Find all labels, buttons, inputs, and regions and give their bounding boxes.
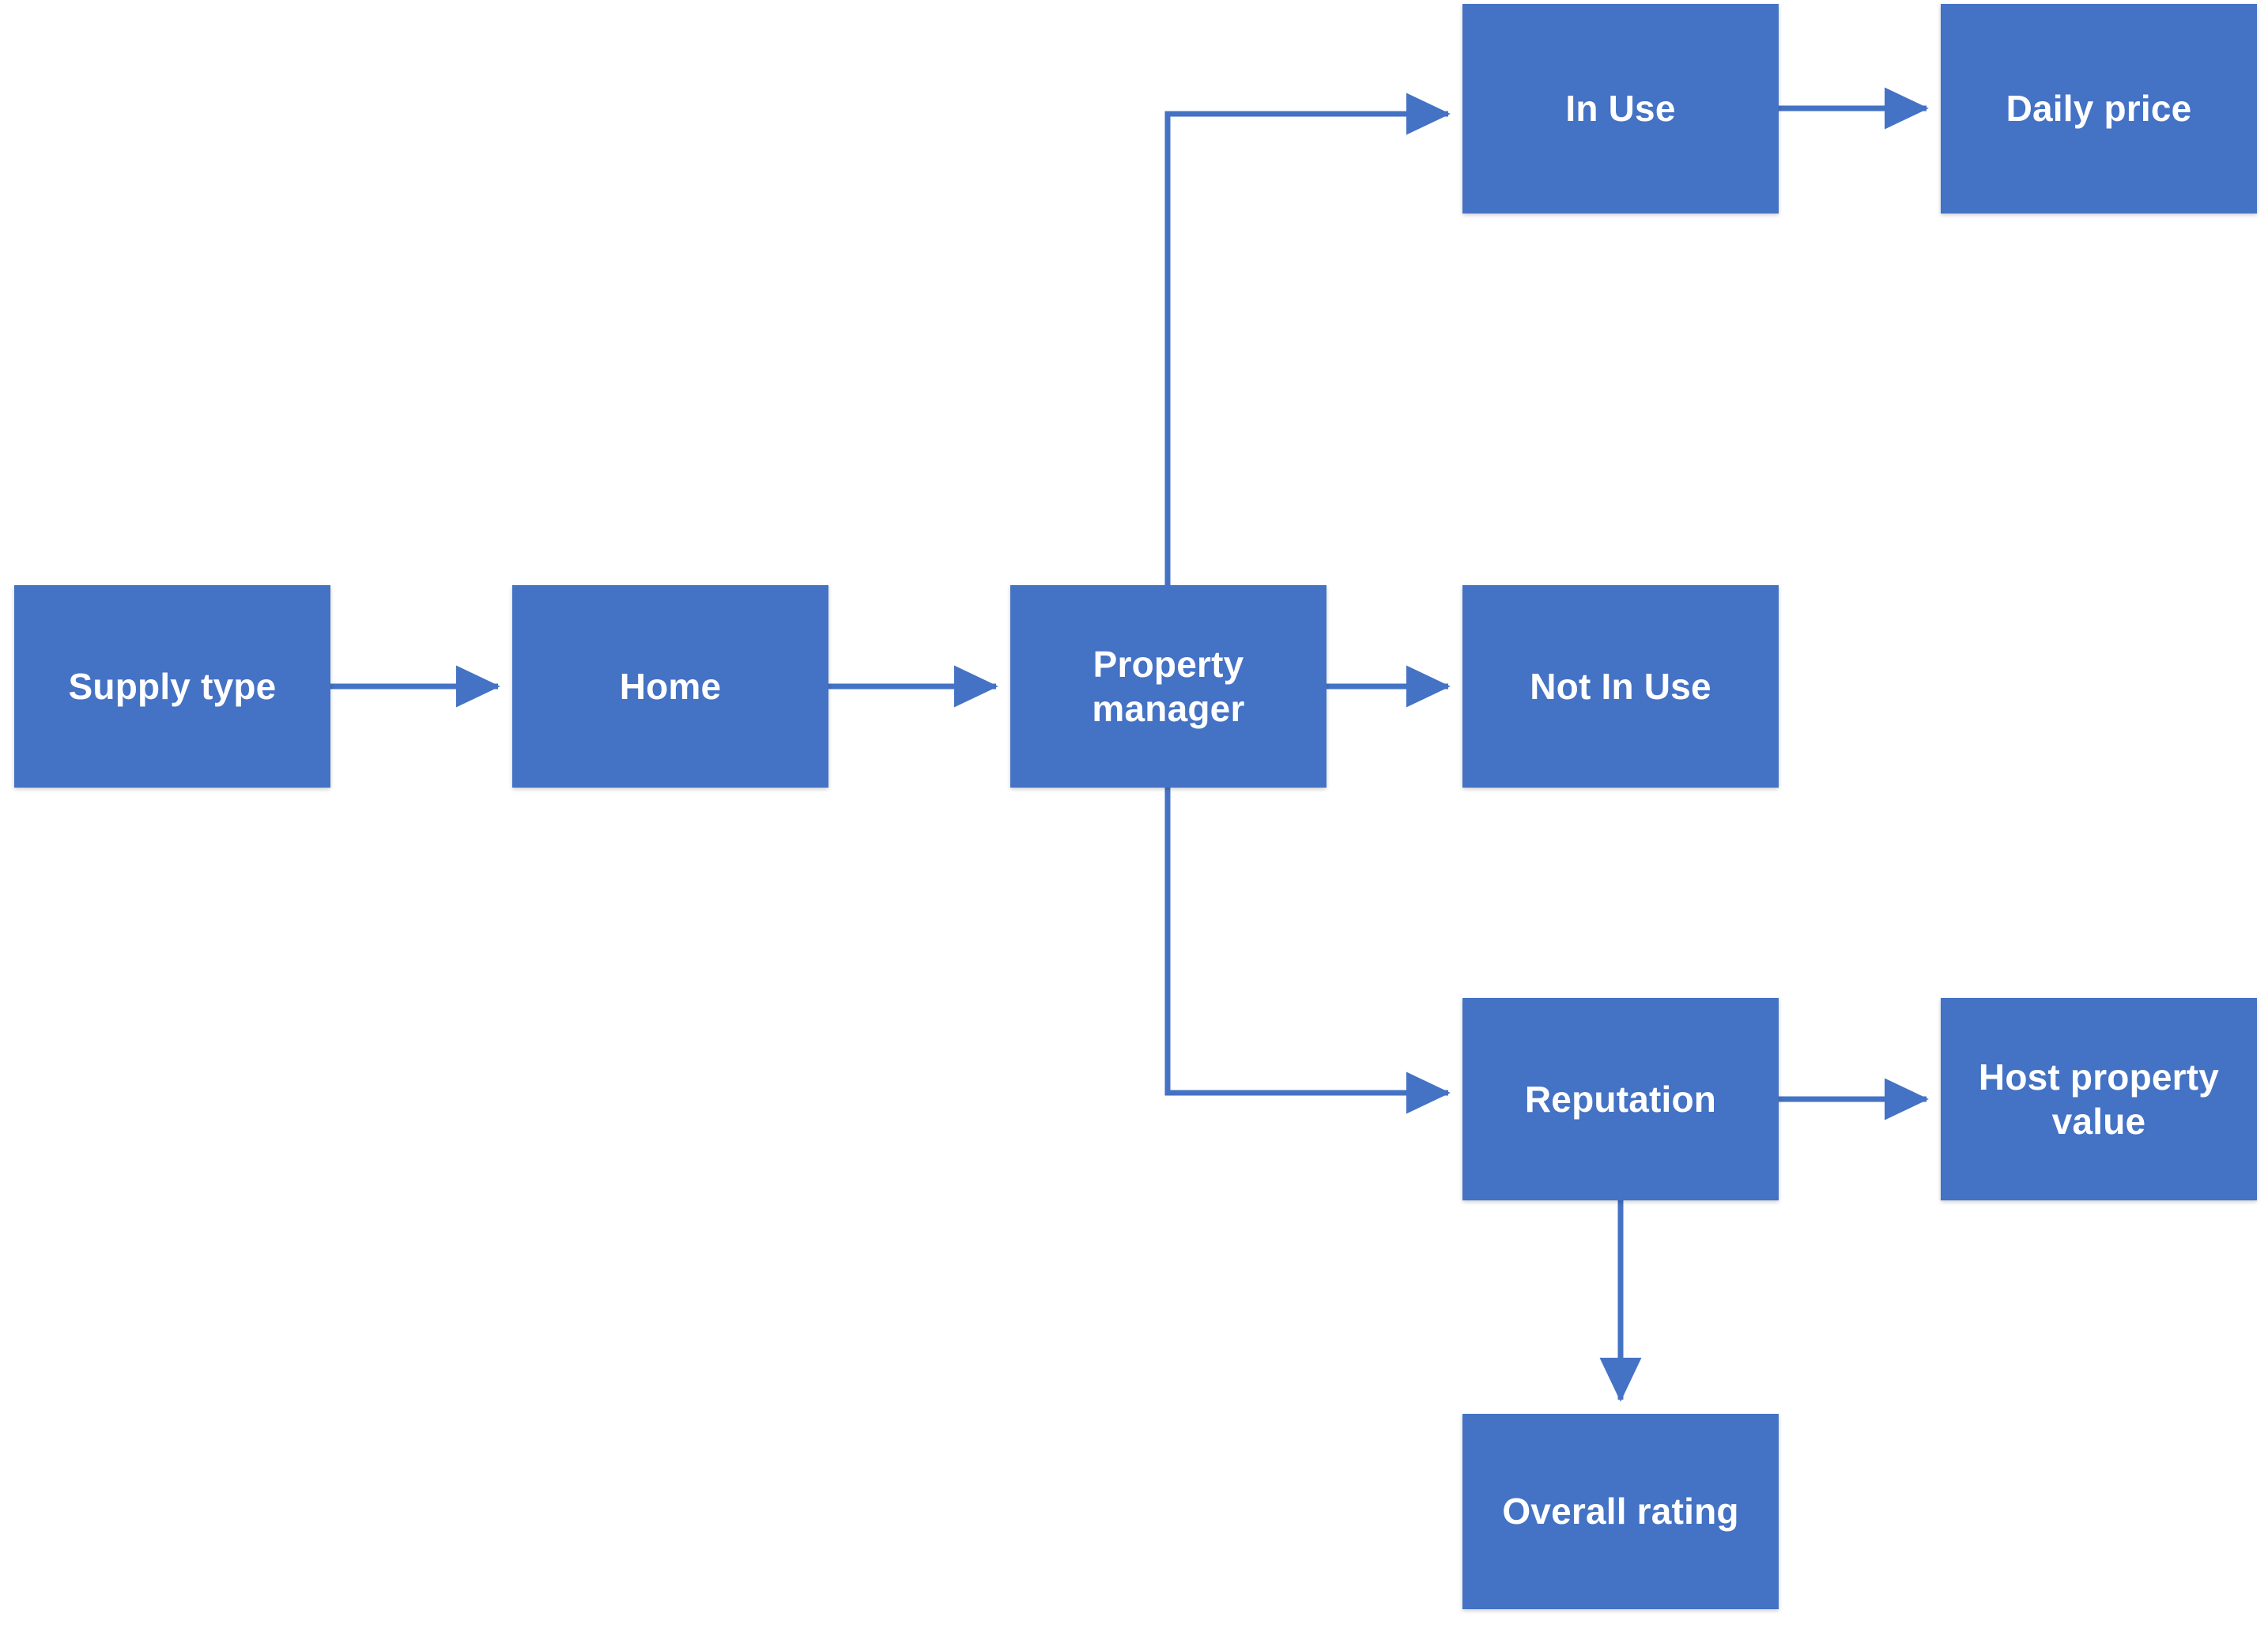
node-host-property-value-label: Host property value <box>1978 1056 2220 1142</box>
node-overall-rating-label: Overall rating <box>1502 1491 1739 1532</box>
node-reputation[interactable]: Reputation <box>1462 998 1779 1200</box>
edge-manager-to-in-use <box>1164 93 1451 585</box>
node-home-label: Home <box>619 665 722 707</box>
node-daily-price[interactable]: Daily price <box>1941 4 2257 214</box>
node-not-in-use-label: Not In Use <box>1530 665 1711 707</box>
node-supply-type[interactable]: Supply type <box>14 585 330 788</box>
node-supply-type-label: Supply type <box>68 665 277 707</box>
node-home[interactable]: Home <box>512 585 828 788</box>
node-reputation-label: Reputation <box>1524 1078 1717 1120</box>
node-daily-price-label: Daily price <box>2006 88 2192 130</box>
node-property-manager-label: Property manager <box>1092 643 1245 729</box>
node-in-use-label: In Use <box>1565 88 1676 130</box>
node-overall-rating[interactable]: Overall rating <box>1462 1414 1779 1609</box>
edge-manager-to-reputation <box>1164 788 1451 1114</box>
node-not-in-use[interactable]: Not In Use <box>1462 585 1779 788</box>
node-in-use[interactable]: In Use <box>1462 4 1779 214</box>
node-host-property-value[interactable]: Host property value <box>1941 998 2257 1200</box>
node-property-manager[interactable]: Property manager <box>1010 585 1326 788</box>
